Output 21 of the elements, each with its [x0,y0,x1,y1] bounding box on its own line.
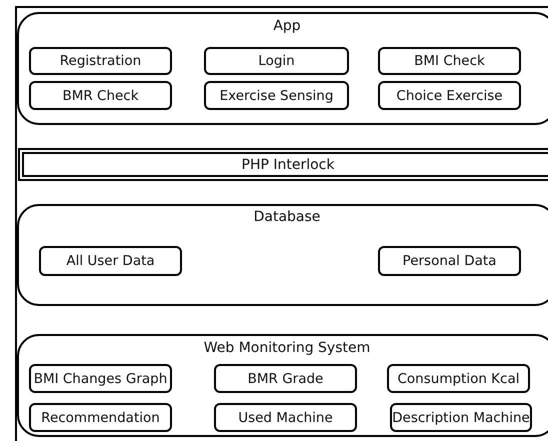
module-box: All User Data [39,246,182,276]
module-box: BMI Changes Graph [29,364,172,393]
group-container [17,204,548,306]
module-box: Exercise Sensing [204,81,349,110]
module-box: BMI Check [378,47,521,75]
group-container [17,12,548,125]
module-box: Choice Exercise [378,81,521,110]
module-box: Registration [29,47,172,75]
layer-bar: PHP Interlock [18,148,548,181]
module-box: Used Machine [214,403,357,432]
module-box: Personal Data [378,246,521,276]
module-box: BMR Grade [214,364,357,393]
module-box: Description Machine [390,403,532,432]
module-box: Recommendation [29,403,172,432]
group-title: Database [252,209,322,225]
module-box: BMR Check [29,81,172,110]
module-box: Consumption Kcal [387,364,530,393]
group-title: Web Monitoring System [202,340,372,356]
group-container [17,334,548,437]
group-title: App [272,18,302,34]
module-box: Login [204,47,349,75]
